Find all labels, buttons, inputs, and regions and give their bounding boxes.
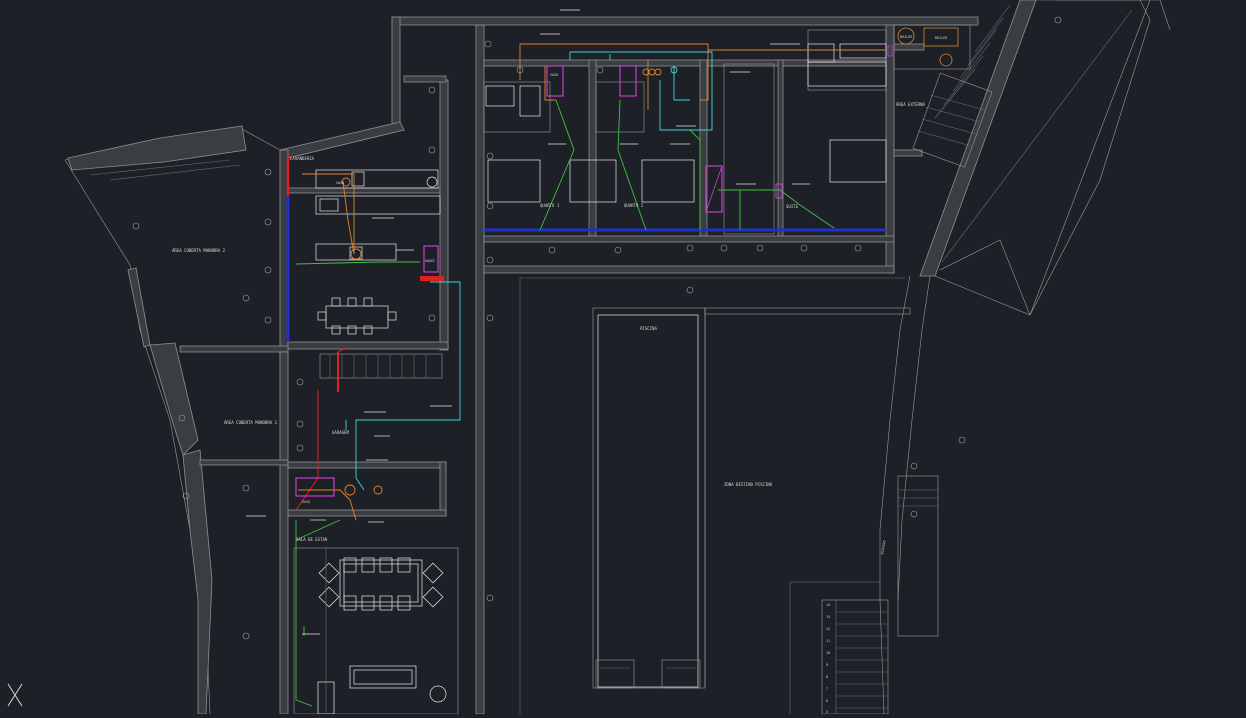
room-label-garagem: GARAGEM xyxy=(332,430,349,435)
stair-step-8: 6 xyxy=(826,699,828,703)
label-acesso: acesso xyxy=(879,539,887,555)
room-label-quarto2: QUARTO 2 xyxy=(624,203,644,208)
stair-step-6: 8 xyxy=(826,675,828,679)
room-label-quarto1: QUARTO 1 xyxy=(540,203,560,208)
label-vaso-kitchen: VASO xyxy=(336,181,344,185)
stair-step-3: 11 xyxy=(826,639,830,643)
house-walls xyxy=(179,16,979,715)
cold-water-pipes xyxy=(345,51,713,491)
pool-area xyxy=(592,307,911,689)
gas-lines xyxy=(286,155,444,511)
water-heaters xyxy=(295,65,783,497)
hot-water-pipes xyxy=(298,43,886,521)
fuel-line xyxy=(286,196,886,342)
stair-step-7: 7 xyxy=(826,687,828,691)
room-label-sala: SALA DE ESTAR xyxy=(296,537,328,542)
drain-pipes xyxy=(295,99,835,707)
label-vaso-bath1: VASO xyxy=(550,73,558,77)
bedrooms-furniture xyxy=(485,43,887,235)
room-labels: LAVANDERIA QUARTO 1 QUARTO 2 SUITE ÁREA … xyxy=(172,102,925,555)
stair-step-0: 14 xyxy=(826,603,830,607)
room-label-suite: SUITE xyxy=(786,204,799,209)
label-vaso-bath3: VASO xyxy=(302,500,310,504)
room-label-zona-piscina: ZONA DESTINO PISCINA xyxy=(724,482,773,487)
stair-step-2: 12 xyxy=(826,627,830,631)
stairs-lower-right: 14 13 12 11 10 9 8 7 6 5 xyxy=(821,475,939,715)
room-label-lavanderia: LAVANDERIA xyxy=(290,156,315,161)
stair-step-1: 13 xyxy=(826,615,830,619)
column-markers xyxy=(132,16,1062,640)
stair-step-5: 9 xyxy=(826,663,828,667)
stair-step-9: 5 xyxy=(826,710,828,714)
room-label-area-coberta-2: ÁREA COBERTA MANOBRA 2 xyxy=(172,248,226,253)
living-room xyxy=(293,547,459,715)
ucs-x-icon xyxy=(7,683,23,707)
room-label-area-coberta-1: ÁREA COBERTA MANOBRA 1 xyxy=(224,420,278,425)
stair-step-4: 10 xyxy=(826,651,830,655)
left-terrain xyxy=(64,125,281,715)
kitchen-dining xyxy=(315,169,443,379)
boiler-label-1: BOILER xyxy=(900,35,913,39)
boiler-label-2: BOILER xyxy=(935,36,948,40)
lower-right-terrain xyxy=(519,275,931,715)
room-label-area-externa: ÁREA EXTERNA xyxy=(896,102,925,107)
right-diagonal-wall xyxy=(912,0,1171,316)
room-label-piscina: PISCINA xyxy=(640,326,657,331)
label-aquecedor: AQUEC xyxy=(425,259,435,263)
equipment-labels: VASO VASO VASO AQUEC xyxy=(302,73,558,504)
boiler-room: BOILER BOILER xyxy=(887,24,971,70)
annotations xyxy=(246,9,810,635)
